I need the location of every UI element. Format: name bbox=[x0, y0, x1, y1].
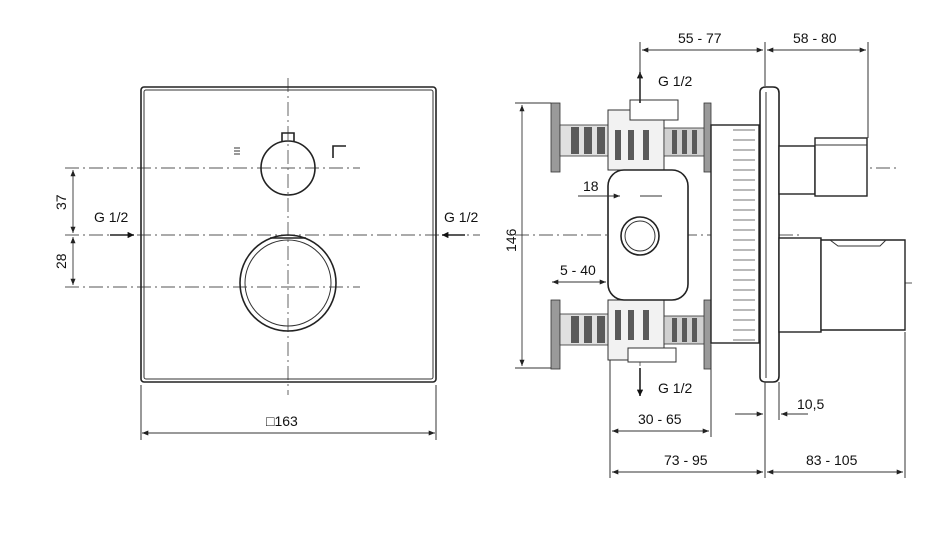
cover-plate-inner-edge bbox=[143, 89, 434, 380]
outlet-bottom-label: G 1/2 bbox=[658, 380, 692, 396]
dim-upper-vertical-label: 37 bbox=[53, 194, 69, 210]
bottom-connector bbox=[550, 299, 712, 370]
cover-plate bbox=[140, 86, 437, 383]
dim-port-label: 18 bbox=[583, 178, 599, 194]
diverter-knob-indicator bbox=[281, 132, 295, 141]
inlet-right-label: G 1/2 bbox=[444, 209, 478, 225]
diverter-knob-side bbox=[778, 145, 816, 195]
diverter-knob-cap bbox=[814, 137, 868, 197]
thermostat-knob-inner-ring bbox=[244, 239, 332, 327]
dim-top-right-label: 58 - 80 bbox=[793, 30, 837, 46]
cover-plate-profile bbox=[759, 86, 780, 383]
front-view: G 1/2 G 1/2 37 28 □163 bbox=[53, 78, 480, 440]
thermostat-knob bbox=[239, 234, 337, 332]
inlet-port bbox=[620, 216, 660, 256]
shower-head-icon bbox=[234, 147, 240, 155]
valve-body bbox=[607, 169, 689, 301]
dim-bottom-right-label: 83 - 105 bbox=[806, 452, 858, 468]
dim-lower-vertical-label: 28 bbox=[53, 253, 69, 269]
dim-bottom-left-label: 73 - 95 bbox=[664, 452, 708, 468]
hand-shower-icon bbox=[332, 145, 346, 158]
outlet-top-label: G 1/2 bbox=[658, 73, 692, 89]
inlet-port-inner bbox=[624, 220, 656, 252]
dim-top-left-label: 55 - 77 bbox=[678, 30, 722, 46]
dim-width-label: □163 bbox=[266, 413, 298, 429]
dim-plate-label: 10,5 bbox=[797, 396, 824, 412]
thermostat-knob-base bbox=[778, 237, 822, 333]
top-connector-flange bbox=[550, 102, 561, 173]
bottom-connector-flange bbox=[550, 299, 561, 370]
diverter-knob bbox=[260, 140, 316, 196]
side-view: G 1/2 G 1/2 146 55 - 77 58 - 80 18 5 - 4… bbox=[503, 30, 912, 478]
dim-bottom-mid-label: 30 - 65 bbox=[638, 411, 682, 427]
thermostat-knob-side bbox=[820, 239, 906, 331]
top-connector bbox=[550, 99, 712, 173]
inlet-left-label: G 1/2 bbox=[94, 209, 128, 225]
thread-lines bbox=[733, 129, 755, 341]
dim-height-label: 146 bbox=[503, 228, 519, 252]
threaded-sleeve bbox=[710, 124, 760, 344]
dim-offset-label: 5 - 40 bbox=[560, 262, 596, 278]
